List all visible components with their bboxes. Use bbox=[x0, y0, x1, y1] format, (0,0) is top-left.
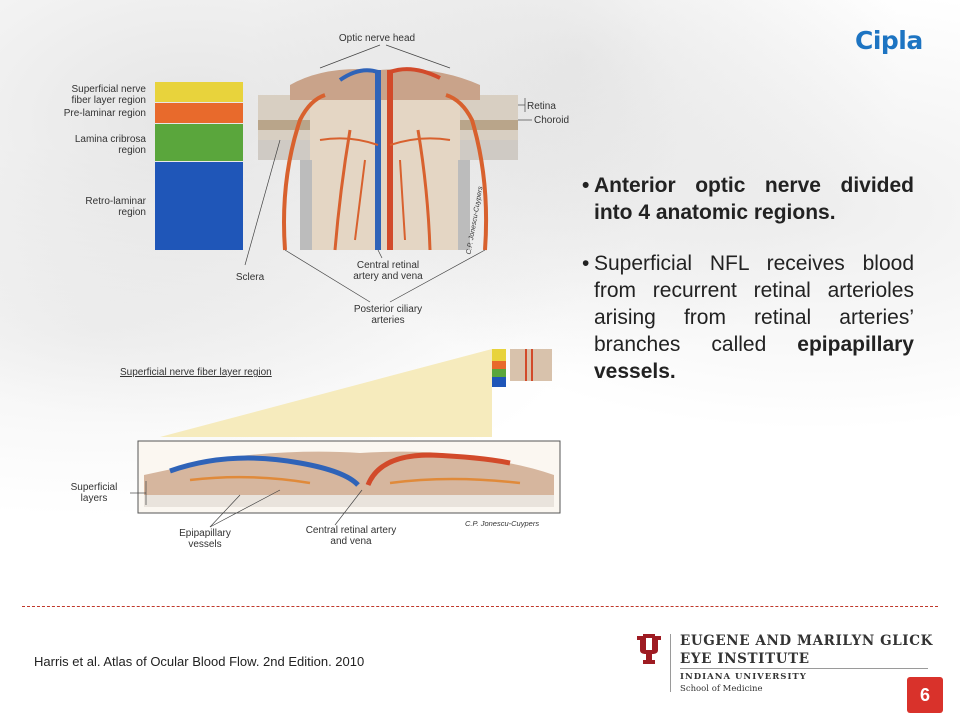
label-optic-nerve-head: Optic nerve head bbox=[338, 33, 416, 44]
institute-name-line2: EYE INSTITUTE bbox=[680, 651, 810, 667]
region-block-pre-laminar bbox=[155, 103, 243, 123]
label-superficial-nfl-region: Superficial nerve fiber layer region bbox=[71, 84, 146, 106]
region-block-retro-laminar bbox=[155, 162, 243, 250]
label-retro-laminar-region: Retro-laminar region bbox=[85, 196, 146, 218]
optic-nerve-cross-section-illustration bbox=[155, 44, 532, 303]
artist-signature-bottom: C.P. Jonescu-Cuypers bbox=[465, 519, 540, 528]
logo-separator bbox=[670, 634, 671, 692]
logo-rule bbox=[680, 668, 928, 669]
label-lamina-cribrosa-region: Lamina cribrosa region bbox=[74, 134, 146, 156]
label-sclera: Sclera bbox=[235, 272, 265, 283]
label-retina: Retina bbox=[527, 101, 556, 112]
iu-trident-icon bbox=[637, 634, 661, 664]
label-posterior-ciliary-arteries: Posterior ciliary arteries bbox=[353, 304, 423, 326]
bullet-dot: • bbox=[582, 174, 590, 197]
bullet-item: • Superficial NFL receives blood from re… bbox=[582, 250, 914, 385]
institute-name-line1: EUGENE AND MARILYN GLICK bbox=[680, 633, 933, 649]
citation-text: Harris et al. Atlas of Ocular Blood Flow… bbox=[34, 654, 365, 669]
region-block-nfl bbox=[155, 82, 243, 102]
label-pre-laminar-region: Pre-laminar region bbox=[63, 108, 146, 119]
university-name: INDIANA UNIVERSITY bbox=[680, 672, 807, 682]
bullet-text: Superficial NFL receives blood from recu… bbox=[594, 252, 914, 356]
bullet-dot: • bbox=[582, 252, 590, 275]
page-number-badge: 6 bbox=[907, 677, 943, 713]
glick-eye-institute-logo: EUGENE AND MARILYN GLICK EYE INSTITUTE I… bbox=[632, 630, 932, 696]
label-superficial-layers: Superficial layers bbox=[70, 482, 118, 504]
bullet-bold-term: epipapillary vessels. bbox=[594, 333, 914, 383]
bullet-item: • Anterior optic nerve divided into 4 an… bbox=[582, 172, 914, 226]
footer-divider bbox=[22, 606, 938, 607]
region-block-lamina bbox=[155, 124, 243, 161]
label-epipapillary-vessels: Epipapillary vessels bbox=[179, 528, 231, 550]
cipla-logo: Cipla bbox=[855, 26, 923, 55]
bullet-list: • Anterior optic nerve divided into 4 an… bbox=[582, 172, 914, 409]
label-central-retinal-artery-vena: Central retinal artery and vena bbox=[353, 260, 423, 282]
label-central-retinal-artery-vena-zoom: Central retinal artery and vena bbox=[305, 525, 397, 547]
label-superficial-nfl-region-zoom: Superficial nerve fiber layer region bbox=[120, 367, 272, 378]
label-choroid: Choroid bbox=[534, 115, 570, 126]
bullet-text: Anterior optic nerve divided into 4 anat… bbox=[594, 174, 914, 224]
school-name: School of Medicine bbox=[680, 684, 763, 694]
superficial-nfl-zoom-illustration bbox=[130, 349, 561, 528]
